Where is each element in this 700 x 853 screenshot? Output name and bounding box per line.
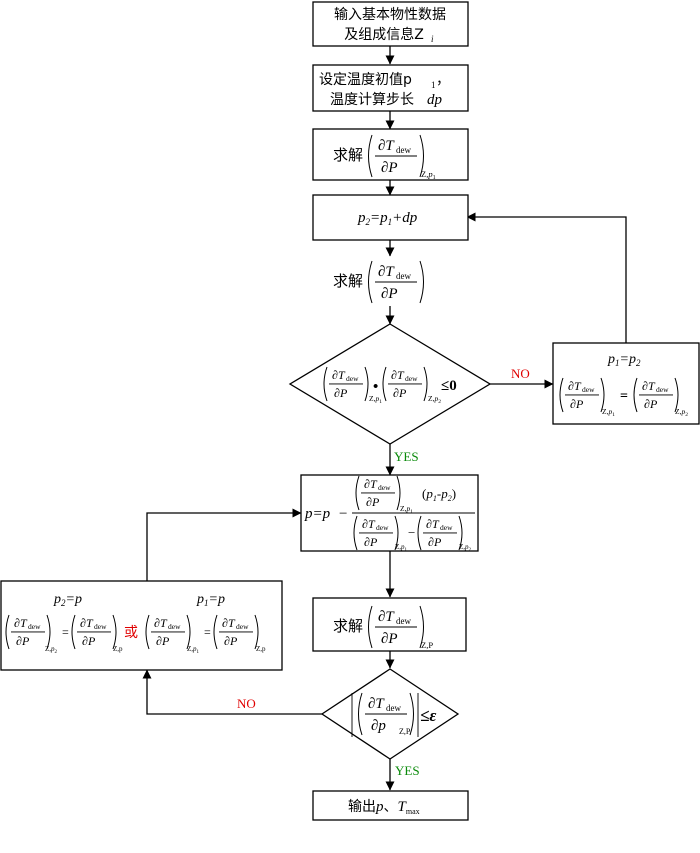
input-line2: 及组成信息Z xyxy=(344,26,424,43)
assign-box-left: p2=p p1=p Z,p2 = Z,p 或 Z,p1 = Z,p xyxy=(0,580,283,671)
input-box: 输入基本物性数据 及组成信息Z i xyxy=(312,1,469,47)
assign-left-eq-2: = xyxy=(204,625,211,639)
solve-label-1: 求解 xyxy=(333,146,363,164)
solve-box-p1: 求解 Z,p1 xyxy=(312,128,469,181)
assign-left-sub-3: Z,p1 xyxy=(187,645,200,655)
or-label: 或 xyxy=(124,625,138,641)
assign-box-right: p1=p2 Z,p1 = Z,p2 xyxy=(552,342,700,425)
solve-sub-1: Z,p1 xyxy=(421,169,436,181)
arrow-diamond2-no xyxy=(142,669,322,715)
assign-left-a: p2=p xyxy=(53,592,82,608)
init-dp: dp xyxy=(427,92,443,108)
secant-fraction-bar xyxy=(352,512,475,514)
yes-label-1: YES xyxy=(394,449,419,464)
solve-sub-3: Z,P xyxy=(421,640,433,650)
leq-eps: ≤ε xyxy=(420,706,436,725)
decision2-sub: Z,P xyxy=(399,727,411,736)
secant-box: p=p − Z,p1 (p1-p2) Z,p1 − Z,p2 xyxy=(300,474,479,553)
assign-left-sub-4: Z,p xyxy=(256,645,266,653)
no-label-2: NO xyxy=(237,696,256,711)
input-subscript: i xyxy=(431,34,434,44)
leq-zero: ≤0 xyxy=(441,378,457,394)
product-dot: • xyxy=(373,379,378,395)
input-line1: 输入基本物性数据 xyxy=(334,6,446,23)
secant-num-sub: Z,p1 xyxy=(400,504,413,515)
init-line2: 温度计算步长 xyxy=(330,92,414,108)
secant-lhs: p=p xyxy=(304,506,331,522)
assign-left-sub-2: Z,p xyxy=(113,645,123,653)
decision-convergence: Z,P ≤ε xyxy=(320,668,460,760)
secant-diff: (p1-p2) xyxy=(422,486,456,503)
secant-den-minus: − xyxy=(408,525,415,540)
assign-left-eq-1: = xyxy=(62,625,69,639)
assign-right-sub-b: Z,p2 xyxy=(675,407,688,418)
arrow-loop-back-update xyxy=(466,212,627,343)
solve-step-2: 求解 xyxy=(333,260,424,304)
solve-label-2: 求解 xyxy=(333,272,363,290)
yes-label-2: YES xyxy=(395,763,420,778)
decision1-sub-b: Z,p2 xyxy=(428,394,441,405)
arrow-loop-back-secant xyxy=(146,508,302,581)
secant-den-sub-a: Z,p1 xyxy=(395,543,408,553)
solve-box-p: 求解 Z,P xyxy=(312,597,467,652)
output-box: 输出p、Tmax xyxy=(312,790,469,821)
secant-den-sub-b: Z,p2 xyxy=(459,543,472,553)
assign-right-top: p1=p2 xyxy=(607,352,641,368)
assign-right-sub-a: Z,p1 xyxy=(602,407,615,418)
init-box: 设定温度初值p 1 ， 温度计算步长 dp xyxy=(312,64,469,112)
update-box: p2=p1+dp xyxy=(312,194,469,241)
init-comma: ， xyxy=(436,72,450,88)
assign-left-b: p1=p xyxy=(196,592,225,608)
assign-right-eq: = xyxy=(620,389,628,404)
output-label: 输出p、Tmax xyxy=(348,799,420,816)
assign-left-sub-1: Z,p2 xyxy=(45,645,58,655)
update-formula: p2=p1+dp xyxy=(357,210,418,227)
decision-sign-change: Z,p1 • Z,p2 ≤0 xyxy=(288,323,492,445)
secant-minus: − xyxy=(339,506,347,522)
init-subscript: 1 xyxy=(431,80,436,90)
no-label-1: NO xyxy=(511,366,530,381)
solve-label-3: 求解 xyxy=(333,617,363,635)
decision1-sub-a: Z,p1 xyxy=(369,394,382,405)
init-line1: 设定温度初值p xyxy=(319,71,412,88)
